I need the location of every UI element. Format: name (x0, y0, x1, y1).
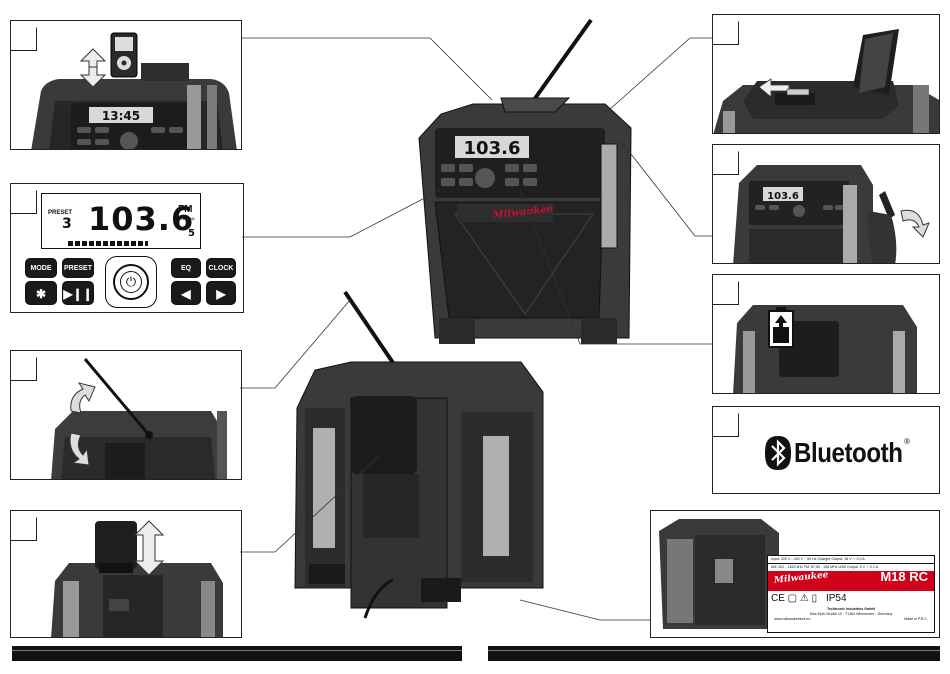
preset-number: 3 (62, 216, 72, 232)
panel-battery-insert (10, 510, 242, 638)
clock-button[interactable]: CLOCK (206, 258, 236, 278)
spec-row: Input: 220 V - 240 V ~ 50 Hz Charger Out… (768, 556, 934, 564)
preset-label: PRESET (48, 210, 73, 216)
footer-bar-right (488, 646, 940, 661)
company-website: www.milwaukeetool.eu (774, 617, 811, 621)
figure-number-tab (713, 275, 739, 305)
stereo-indicator: STEREO (178, 216, 195, 221)
spec-row: AM: 522 - 1620 kHz FM: 87,50 - 108 MHz U… (771, 565, 879, 569)
preset-button[interactable]: PRESET (62, 258, 94, 278)
power-icon: ⏻ (120, 271, 142, 293)
right-arrow-icon: ▶ (216, 287, 226, 301)
bluetooth-icon: ✱ (35, 287, 47, 301)
battery-gauge-illustration (733, 305, 917, 393)
usb-compartment-illustration (713, 29, 939, 133)
thumb-clock-display: 13:45 (102, 109, 140, 123)
panel-rating-label: Input: 220 V - 240 V ~ 50 Hz Charger Out… (650, 510, 940, 638)
ip-rating: IP54 (825, 593, 847, 604)
figure-number-tab (11, 351, 37, 381)
radio-rear-illustration (294, 290, 544, 619)
play-pause-icon: ▶❙❙ (63, 287, 93, 301)
play-pause-button[interactable]: ▶❙❙ (62, 281, 94, 305)
bluetooth-logo: Bluetooth ® (765, 431, 910, 475)
frequency-suffix: 5 (188, 228, 195, 239)
panel-antenna (10, 350, 242, 480)
bottle-opener-illustration: 103.6 (733, 165, 930, 263)
bluetooth-wordmark: Bluetooth (794, 437, 903, 468)
panel-bottle-opener: 103.6 (712, 144, 940, 264)
country-of-origin: Made in P.R.C. (904, 617, 928, 621)
figure-number-tab (713, 15, 739, 45)
ce-mark-icon: CE ▢ ⚠ ▯ (771, 593, 818, 604)
footer-bar-left (12, 646, 462, 661)
left-arrow-icon: ◀ (181, 287, 191, 301)
panel-bluetooth: Bluetooth ® (712, 406, 940, 494)
company-name: Techtronic Industries GmbH (826, 607, 876, 611)
label-red-band: Milwaukee M18 RC (768, 569, 934, 591)
thumb-freq-display: 103.6 (767, 191, 799, 202)
registered-mark: ® (904, 436, 911, 446)
figure-number-tab (11, 21, 37, 51)
power-volume-knob[interactable]: ⏻ (105, 256, 157, 308)
right-arrow-button[interactable]: ▶ (206, 281, 236, 305)
rating-plate: Input: 220 V - 240 V ~ 50 Hz Charger Out… (767, 555, 935, 633)
lcd-display: PRESET 3 103.6 5 FM STEREO (41, 193, 201, 249)
model-name: M18 RC (880, 569, 928, 584)
panel-control-panel: PRESET 3 103.6 5 FM STEREO MODE PRESET E… (10, 183, 244, 313)
panel-battery-gauge (712, 274, 940, 394)
battery-insert-illustration (51, 520, 223, 637)
frequency-readout: 103.6 (88, 200, 195, 238)
bluetooth-button[interactable]: ✱ (25, 281, 57, 305)
brand-logo: Milwaukee (773, 570, 829, 586)
figure-number-tab (713, 145, 739, 175)
certification-row: CE ▢ ⚠ ▯ IP54 (768, 591, 934, 607)
panel-usb-compartment (712, 14, 940, 134)
figure-number-tab (11, 511, 37, 541)
panel-media-dock: 13:45 (10, 20, 242, 150)
dock-illustration: 13:45 (31, 32, 237, 149)
figure-number-tab (713, 407, 739, 437)
band-indicator: FM (178, 204, 193, 215)
figure-number-tab (11, 184, 37, 214)
antenna-illustration (51, 358, 227, 479)
bluetooth-icon (765, 436, 791, 470)
mode-button[interactable]: MODE (25, 258, 57, 278)
radio-side-illustration (659, 519, 779, 629)
eq-button[interactable]: EQ (171, 258, 201, 278)
signal-bar (68, 241, 148, 246)
company-address: Max-Eyth-Straße 10 · 71364 Winnenden · G… (809, 612, 893, 616)
left-arrow-button[interactable]: ◀ (171, 281, 201, 305)
main-freq-display: 103.6 (464, 138, 521, 159)
